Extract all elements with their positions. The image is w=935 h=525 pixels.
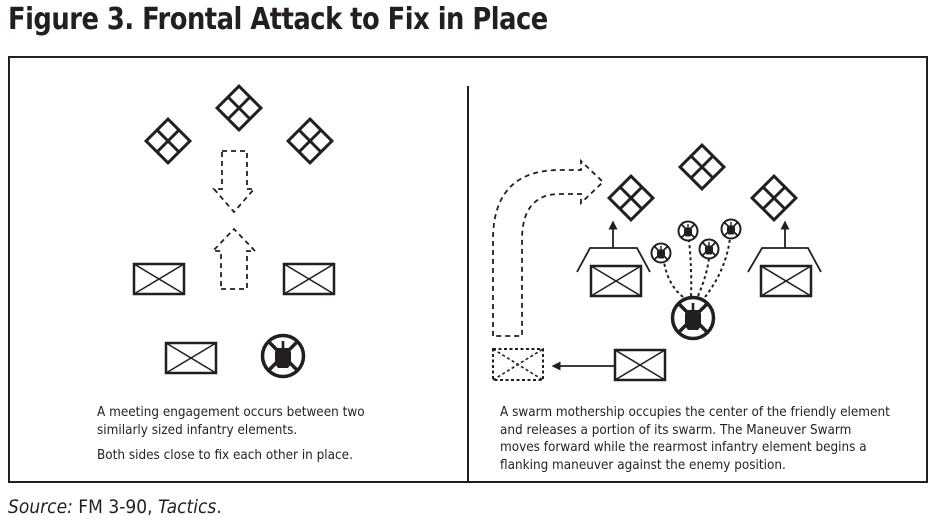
panel-divider [467, 86, 469, 482]
left-caption-2: Both sides close to fix each other in pl… [97, 448, 353, 463]
friendly-infantry-advancing-right [747, 220, 822, 298]
left-panel [132, 84, 336, 379]
infantry-unit-rear [164, 341, 218, 375]
enemy-unit-right [286, 117, 334, 165]
enemy-unit-center [215, 84, 263, 132]
drone-icon [650, 242, 672, 264]
source-suffix: . [216, 496, 222, 518]
enemy-unit-left [144, 117, 192, 165]
caption-line: moves forward while the rearmost infantr… [500, 440, 867, 455]
enemy-unit-right [750, 174, 798, 222]
dashed-advance-arrow-up [210, 227, 258, 290]
infantry-unit-right [282, 262, 336, 296]
caption-line: similarly sized infantry elements. [97, 422, 298, 438]
swarm-mothership-icon [260, 333, 306, 379]
figure-frame [8, 56, 928, 483]
flanking-maneuver-arrow [492, 158, 605, 337]
drone-icon [698, 238, 720, 260]
friendly-infantry-advancing-left [576, 220, 651, 298]
source-title: Tactics [158, 496, 217, 518]
caption-line: and releases a portion of its swarm. The… [500, 422, 852, 438]
infantry-unit-rear [613, 348, 667, 382]
caption-line: A swarm mothership occupies the center o… [500, 405, 890, 420]
infantry-unit-left [132, 262, 186, 296]
source-label: Source: [8, 496, 73, 518]
swarm-tethers [663, 237, 731, 298]
enemy-unit-center [678, 143, 726, 191]
drone-icon [677, 220, 699, 242]
dashed-advance-arrow-down [212, 150, 256, 214]
right-caption: A swarm mothership occupies the center o… [500, 404, 890, 474]
drone-icon [720, 218, 742, 240]
source-note: Source: FM 3-90, Tactics. [8, 496, 222, 518]
right-panel [492, 143, 822, 382]
left-caption: A meeting engagement occurs between two … [97, 404, 365, 439]
caption-line: flanking maneuver against the enemy posi… [500, 457, 786, 473]
caption-line: A meeting engagement occurs between two [97, 405, 365, 420]
figure-title: Figure 3. Frontal Attack to Fix in Place [8, 2, 548, 37]
source-ref: FM 3-90, [72, 496, 159, 518]
enemy-unit-left [607, 174, 655, 222]
swarm-mothership-icon [670, 295, 716, 341]
flanking-destination-infantry [492, 348, 544, 381]
